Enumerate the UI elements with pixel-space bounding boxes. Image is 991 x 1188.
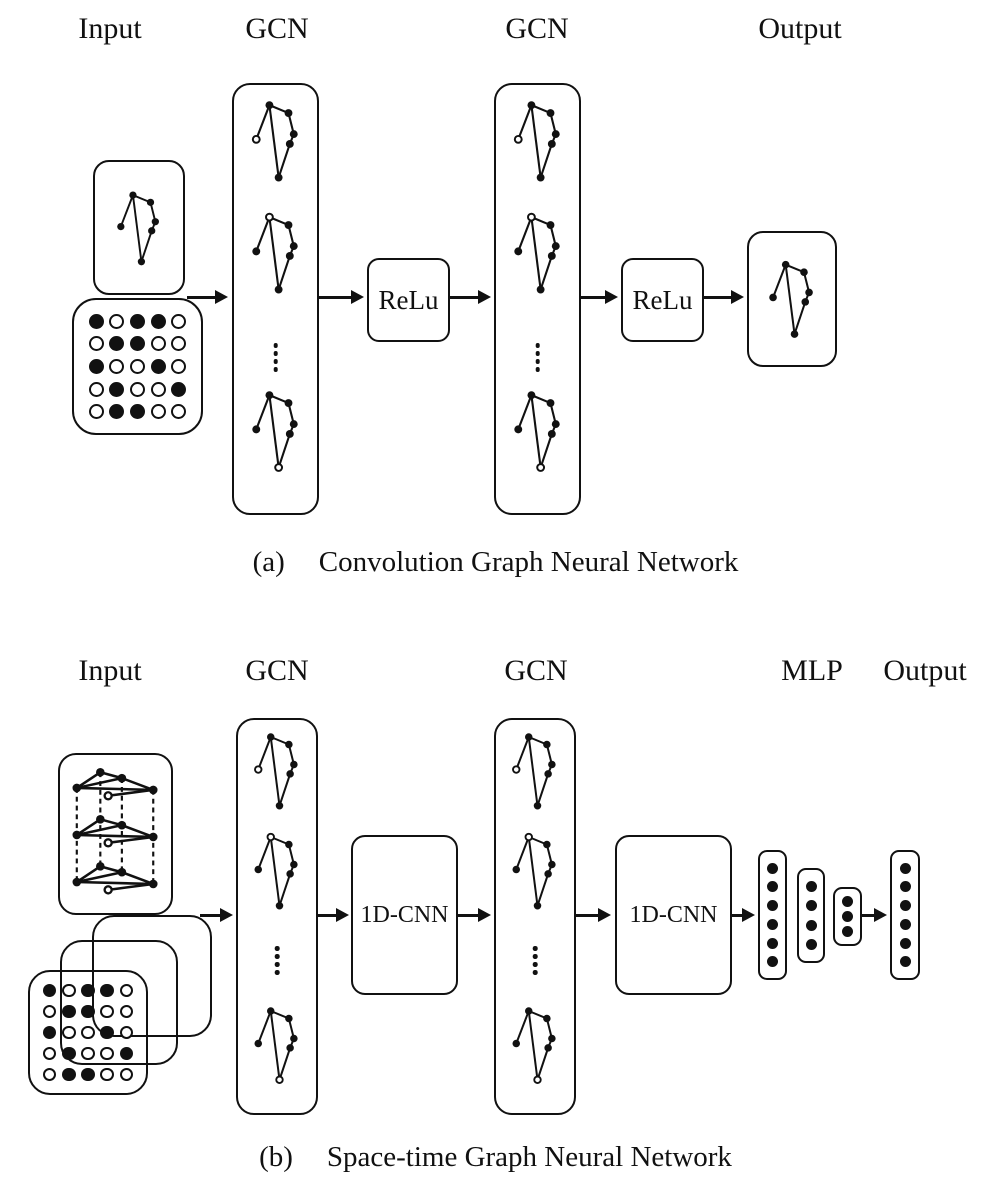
skeleton-graph-icon [251,99,301,185]
skeleton-graph-icon [253,832,301,912]
vertical-ellipsis-icon [273,343,278,372]
spacetime-graph-icon [60,755,171,913]
arrow-icon [581,296,605,299]
spacetime-input-box [58,753,173,915]
skeleton-graph-icon [511,832,559,912]
arrow-icon [704,296,731,299]
skeleton-graph-icon [513,389,563,475]
mlp-layer-3 [833,887,862,946]
skeleton-graph-icon [511,732,559,812]
caption-b-text: Space-time Graph Neural Network [326,1141,732,1173]
input-graph-box [93,160,185,295]
arrow-icon [450,296,478,299]
label-gcn1-a: GCN [245,12,309,45]
caption-a-text: Convolution Graph Neural Network [318,546,739,578]
skeleton-graph-icon [251,211,301,297]
label-output-a: Output [758,12,842,45]
caption-b-index: (b) [259,1141,293,1173]
label-output-b: Output [883,654,967,687]
skeleton-graph-icon [768,258,816,342]
gcn1-column-a [232,83,319,515]
gcn2-column-b [494,718,576,1115]
caption-b: (b) Space-time Graph Neural Network [0,1141,991,1174]
cnn1-label: 1D-CNN [360,901,449,928]
skeleton-graph-icon [513,99,563,185]
skeleton-graph-icon [253,732,301,812]
adjacency-matrix [72,298,203,435]
skeleton-graph-icon [513,211,563,297]
cnn2-label: 1D-CNN [629,901,718,928]
vertical-ellipsis-icon [535,343,540,372]
relu2-label: ReLu [632,284,693,315]
label-mlp-b: MLP [781,654,843,687]
arrow-icon [576,914,598,917]
cnn1-box: 1D-CNN [351,835,458,995]
arrow-icon [458,914,478,917]
arrow-icon [319,296,351,299]
relu1-label: ReLu [378,284,439,315]
skeleton-graph-icon [116,188,162,270]
label-gcn2-a: GCN [505,12,569,45]
output-graph-box [747,231,837,367]
caption-a-index: (a) [252,546,285,578]
label-gcn2-b: GCN [504,654,568,687]
matrix-frame-back [92,915,212,1037]
gcn2-column-a [494,83,581,515]
skeleton-graph-icon [251,389,301,475]
relu1-box: ReLu [367,258,450,342]
mlp-layer-2 [797,868,825,963]
arrow-icon [318,914,336,917]
arrow-icon [187,296,215,299]
mlp-layer-1 [758,850,787,980]
cnn2-box: 1D-CNN [615,835,732,995]
arrow-icon [862,914,874,917]
label-input-a: Input [78,12,142,45]
adjacency-matrix [28,970,148,1095]
relu2-box: ReLu [621,258,704,342]
output-vector [890,850,920,980]
matrix-frame-middle [60,940,178,1065]
caption-a: (a) Convolution Graph Neural Network [0,546,991,579]
vertical-ellipsis-icon [532,946,538,975]
label-input-b: Input [78,654,142,687]
label-gcn1-b: GCN [245,654,309,687]
skeleton-graph-icon [253,1006,301,1086]
skeleton-graph-icon [511,1006,559,1086]
vertical-ellipsis-icon [274,946,280,975]
gcn1-column-b [236,718,318,1115]
arrow-icon [200,914,220,917]
arrow-icon [732,914,742,917]
